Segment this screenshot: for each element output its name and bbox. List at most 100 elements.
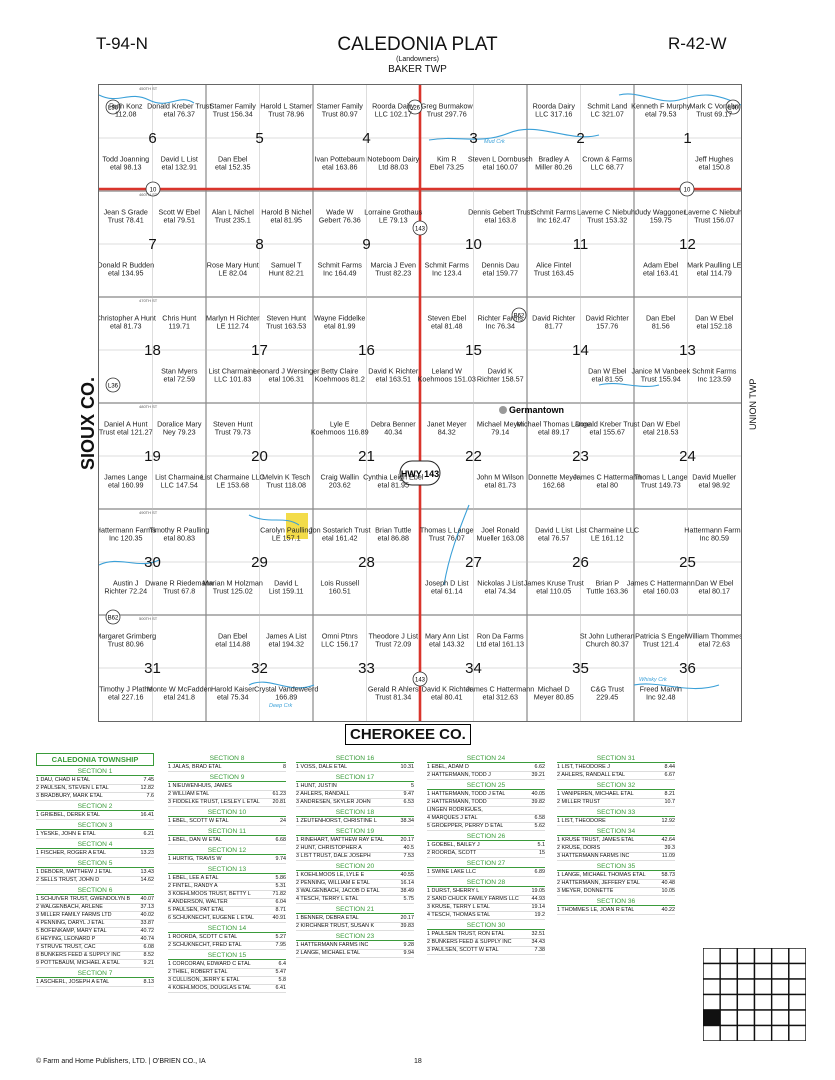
creek-label: Mud Crk	[484, 139, 505, 145]
legend-section-header: SECTION 1	[36, 768, 154, 776]
legend-owner: 1 EBEL, ADAM D	[427, 764, 469, 770]
legend-owner: 1 HURTIG, TRAVIS W	[168, 856, 222, 862]
legend-owner: 1 KOEHLMOOS LE, LYLE E	[296, 872, 365, 878]
legend-acres: 7.53	[403, 853, 415, 859]
legend-owner: 2 HUNT, CHRISTOPHER A	[296, 845, 362, 851]
legend-acres: 7.38	[534, 947, 546, 953]
legend-acres: 13.23	[140, 850, 155, 856]
legend-acres: 12.92	[661, 818, 676, 824]
legend-section-header: SECTION 19	[296, 828, 414, 836]
legend-owner: 1 EBEL, SCOTT W ETAL	[168, 818, 229, 824]
locator-cell	[703, 962, 721, 980]
legend-acres: 40.74	[140, 936, 155, 942]
route-marker-shield	[412, 671, 428, 687]
legend-acres: 13.43	[140, 869, 155, 875]
legend-owner: 8 BUNKERS FEED & SUPPLY INC	[36, 952, 121, 958]
legend-owner: 2 HATTERMANN, TODD J	[427, 772, 491, 778]
section-number: 7	[148, 236, 156, 253]
legend-acres: 5.31	[275, 883, 287, 889]
legend-owner: 3 KOEHLMOOS TRUST, BETTY L	[168, 891, 251, 897]
legend-acres: 39.82	[531, 799, 546, 805]
legend-owner: 4 MARQUES J ETAL	[427, 815, 478, 821]
town-dot	[499, 406, 507, 414]
legend-acres: 16.41	[140, 812, 155, 818]
road-label: 500TH ST	[139, 616, 158, 621]
route-marker-label: 143	[415, 678, 426, 684]
legend-owner: 1 ASCHERL, JOSEPH A ETAL	[36, 979, 110, 985]
route-marker-shield	[105, 609, 121, 625]
section-number: 12	[679, 236, 696, 253]
legend-owner: 3 HATTERMANN FARMS INC	[557, 853, 630, 859]
legend-acres: 6.67	[664, 772, 676, 778]
legend-section-header: SECTION 27	[427, 860, 545, 868]
locator-cell	[770, 993, 790, 1011]
legend-owner: 2 SCHUKNECHT, FRED ETAL	[168, 942, 242, 948]
legend-acres: 37.13	[140, 904, 155, 910]
section-number: 3	[469, 130, 477, 147]
creek	[443, 504, 470, 586]
plat-map[interactable]: 1010143143143L36L26L40B62B62L36450TH ST4…	[95, 84, 745, 727]
legend-acres: 34.43	[531, 939, 546, 945]
legend-owner: 3 FIDDELKE TRUST, LESLEY L ETAL	[168, 799, 260, 805]
legend-acres: 8	[283, 764, 286, 770]
route-marker-label: 10	[684, 188, 691, 194]
legend-acres: 19.05	[531, 888, 546, 894]
south-county-label: CHEROKEE CO.	[345, 724, 471, 745]
legend-acres: 33.87	[140, 920, 155, 926]
legend-owner: 1 EBEL, DAN W ETAL	[168, 837, 222, 843]
locator-cell	[703, 993, 721, 1011]
legend-owner: 2 SAND CHUCK FAMILY FARMS LLC	[427, 896, 519, 902]
creek	[98, 559, 160, 566]
township-locator-grid	[703, 948, 806, 1041]
legend-owner: 5 GROEPPER, PERRY D ETAL	[427, 823, 504, 829]
plat-map-svg[interactable]: 1010143143143L36L26L40B62B62L36450TH ST4…	[95, 85, 745, 727]
legend-owner: 2 PENNING, WILLIAM E ETAL	[296, 880, 370, 886]
legend-owner: 1 GRIEBEL, DEREK ETAL	[36, 812, 101, 818]
legend-title: CALEDONIA TOWNSHIP	[36, 753, 154, 766]
legend-section-header: SECTION 24	[427, 755, 545, 763]
section-number: 33	[358, 660, 375, 677]
legend-owner: 1 DEBOER, MATTHEW J ETAL	[36, 869, 112, 875]
locator-cell	[788, 948, 806, 965]
route-marker-shield	[105, 377, 121, 393]
legend-row: LINGEN RODRIGUES,	[427, 807, 545, 815]
legend-acres: 5.75	[403, 896, 415, 902]
legend-section-header: SECTION 11	[168, 828, 286, 836]
road-label: 480TH ST	[139, 404, 158, 409]
legend-row: 1 DEBOER, MATTHEW J ETAL 13.43	[36, 869, 154, 877]
road-label: 470TH ST	[139, 298, 158, 303]
